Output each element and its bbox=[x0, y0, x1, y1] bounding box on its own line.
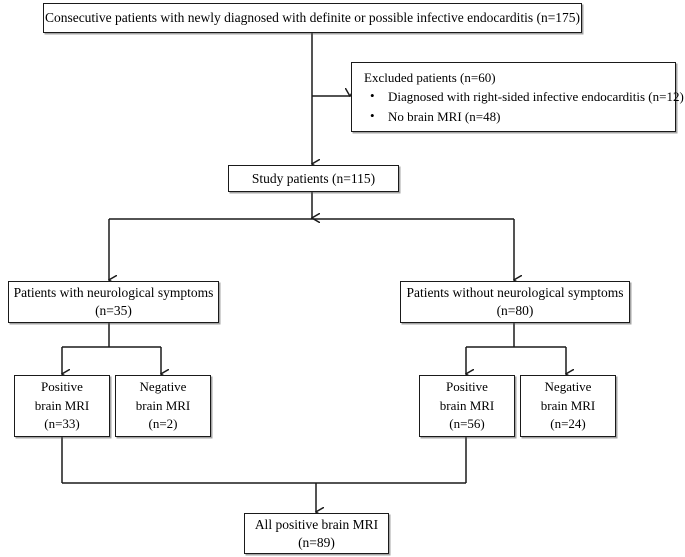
node-all-positive-line1: All positive brain MRI bbox=[254, 516, 379, 532]
node-mri-pos-right-line1: Positive bbox=[446, 378, 488, 394]
node-mri-neg-left-line2: brain MRI bbox=[135, 397, 191, 413]
node-mri-pos-left-count: (n=33) bbox=[44, 416, 80, 432]
node-mri-pos-left-line2: brain MRI bbox=[34, 397, 90, 413]
list-item: No brain MRI (n=48) bbox=[364, 106, 684, 127]
node-mri-pos-right-count: (n=56) bbox=[449, 416, 485, 432]
node-excluded-patients: Excluded patients (n=60) Diagnosed with … bbox=[351, 62, 684, 132]
node-mri-neg-right-line2: brain MRI bbox=[540, 397, 596, 413]
node-positive-brain-mri-left: Positive brain MRI (n=33) bbox=[14, 375, 110, 437]
node-study-patients: Study patients (n=115) bbox=[228, 165, 399, 192]
node-all-positive-brain-mri: All positive brain MRI (n=89) bbox=[244, 513, 389, 554]
node-enrolled-text: Consecutive patients with newly diagnose… bbox=[44, 10, 581, 26]
node-mri-neg-left-count: (n=2) bbox=[148, 416, 178, 432]
node-symptoms-no-line1: Patients without neurological symptoms bbox=[406, 285, 624, 301]
node-mri-pos-right-line2: brain MRI bbox=[439, 397, 495, 413]
node-negative-brain-mri-right: Negative brain MRI (n=24) bbox=[520, 375, 616, 437]
node-patients-without-neurological-symptoms: Patients without neurological symptoms (… bbox=[400, 281, 630, 323]
node-symptoms-no-count: (n=80) bbox=[496, 303, 534, 318]
node-mri-neg-left-line1: Negative bbox=[139, 378, 187, 394]
node-negative-brain-mri-left: Negative brain MRI (n=2) bbox=[115, 375, 211, 437]
node-mri-neg-right-line1: Negative bbox=[544, 378, 592, 394]
node-all-positive-count: (n=89) bbox=[298, 534, 335, 550]
node-excluded-header: Excluded patients (n=60) bbox=[364, 69, 496, 85]
node-enrolled-patients: Consecutive patients with newly diagnose… bbox=[43, 3, 582, 33]
list-item: Diagnosed with right-sided infective end… bbox=[364, 86, 684, 107]
excluded-reasons-list: Diagnosed with right-sided infective end… bbox=[364, 86, 684, 127]
node-positive-brain-mri-right: Positive brain MRI (n=56) bbox=[419, 375, 515, 437]
node-symptoms-yes-count: (n=35) bbox=[95, 303, 132, 318]
node-mri-pos-left-line1: Positive bbox=[41, 378, 83, 394]
node-study-text: Study patients (n=115) bbox=[251, 170, 376, 186]
node-mri-neg-right-count: (n=24) bbox=[550, 416, 586, 432]
node-patients-with-neurological-symptoms: Patients with neurological symptoms (n=3… bbox=[8, 281, 219, 323]
node-symptoms-yes-line1: Patients with neurological symptoms bbox=[13, 285, 214, 301]
